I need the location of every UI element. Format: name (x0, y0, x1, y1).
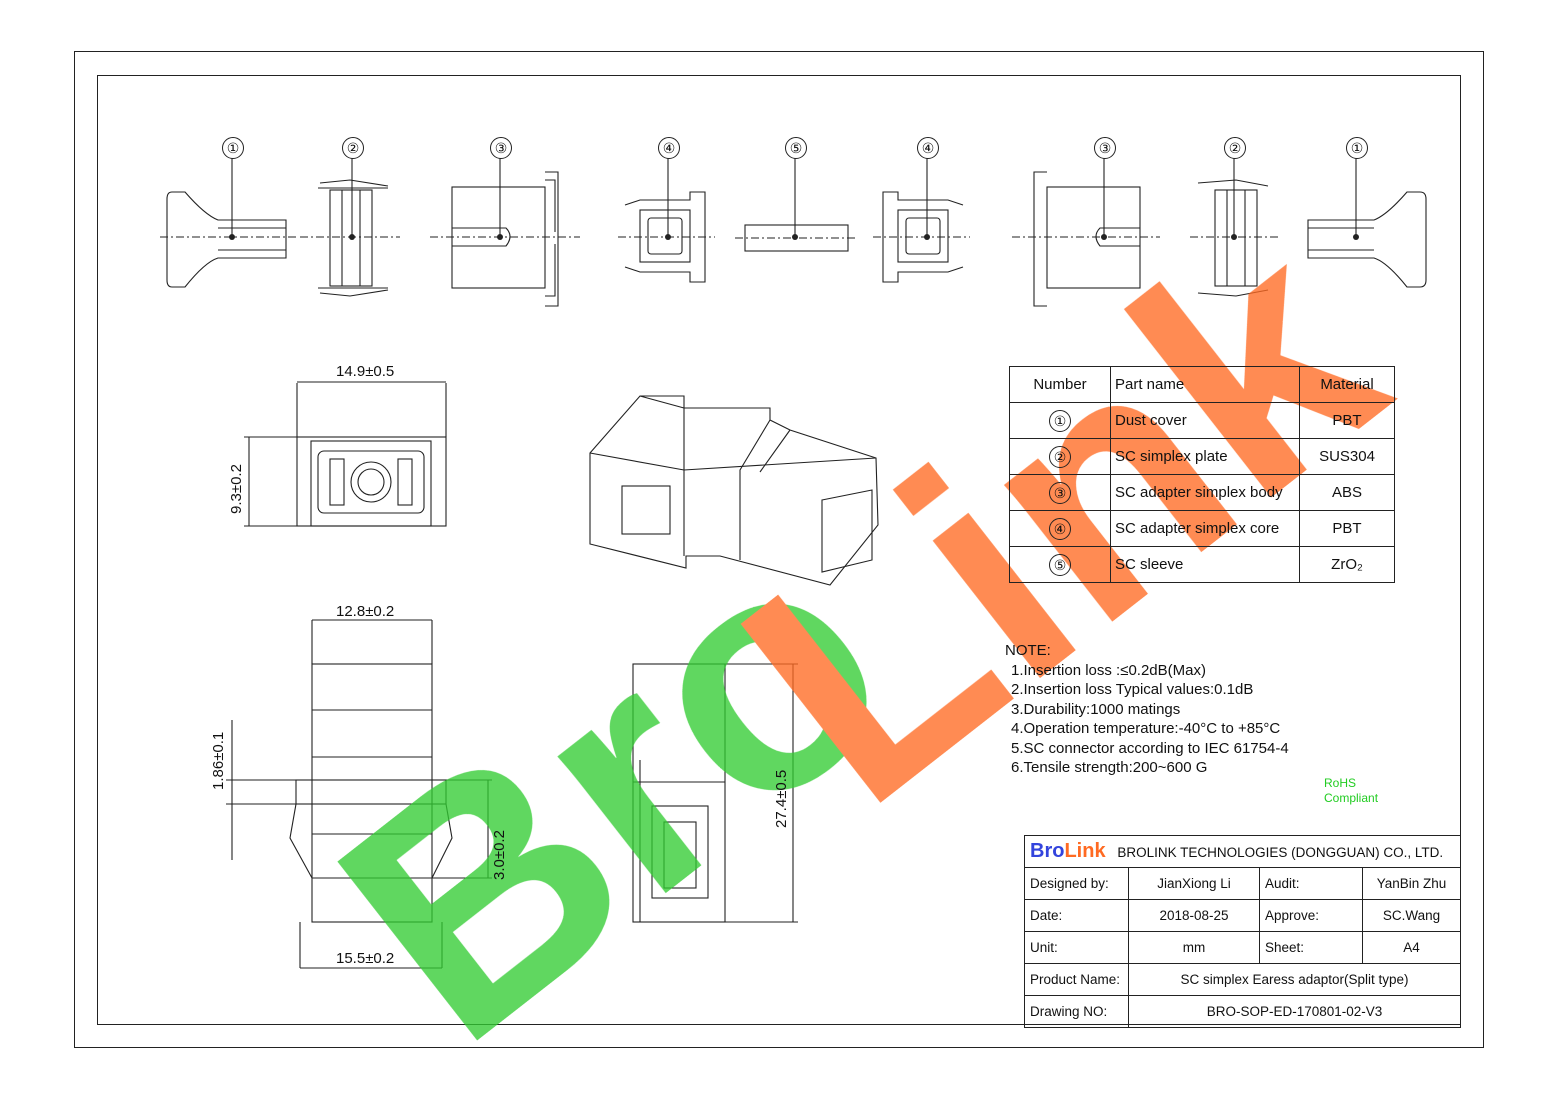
note-item: 5.SC connector according to IEC 61754-4 (1011, 739, 1289, 757)
dim-side-bottom-width: 15.5±0.2 (336, 950, 395, 967)
part-number-balloon: ① (1049, 409, 1071, 432)
sheet-label: Sheet: (1259, 931, 1363, 964)
note-item: 6.Tensile strength:200~600 G (1011, 759, 1208, 776)
header-part-name: Part name (1110, 366, 1300, 403)
part-name: SC sleeve (1110, 546, 1300, 583)
approve-label: Approve: (1259, 899, 1363, 932)
table-row: ④ SC adapter simplex core PBT (1009, 510, 1395, 547)
balloon-2-right: ② (1224, 137, 1246, 159)
part-name: SC simplex plate (1110, 438, 1300, 475)
part-body-right (1012, 171, 1160, 307)
designed-by-label: Designed by: (1024, 867, 1129, 900)
rohs-line1: RoHS (1324, 776, 1357, 790)
designed-by-value: JianXiong Li (1128, 867, 1260, 900)
dim-side-top-width: 12.8±0.2 (336, 603, 395, 620)
part-body-left (430, 171, 580, 307)
dim-overall-length: 27.4±0.5 (773, 769, 790, 828)
dim-flange-thickness: 1.86±0.1 (210, 731, 227, 790)
drawing-no-value: BRO-SOP-ED-170801-02-V3 (1128, 995, 1461, 1028)
side-view (226, 619, 492, 969)
sheet-value: A4 (1362, 931, 1461, 964)
title-block-row: Drawing NO: BRO-SOP-ED-170801-02-V3 (1024, 995, 1461, 1028)
part-dust-cover-left (160, 191, 296, 288)
balloon-4-right: ④ (917, 137, 939, 159)
front-view (244, 381, 447, 527)
note-item: 1.Insertion loss :≤0.2dB(Max) (1011, 661, 1206, 679)
dim-front-height: 9.3±0.2 (228, 464, 245, 514)
header-material: Material (1299, 366, 1395, 403)
title-block-row: Date: 2018-08-25 Approve: SC.Wang (1024, 899, 1461, 932)
isometric-view (589, 395, 879, 586)
part-material: PBT (1299, 510, 1395, 547)
balloon-5: ⑤ (785, 137, 807, 159)
title-block-row: Product Name: SC simplex Earess adaptor(… (1024, 963, 1461, 996)
unit-value: mm (1128, 931, 1260, 964)
balloon-2: ② (342, 137, 364, 159)
dim-plate-offset: 3.0±0.2 (491, 830, 508, 880)
header-number: Number (1009, 366, 1111, 403)
dim-front-width: 14.9±0.5 (336, 363, 395, 380)
product-name-label: Product Name: (1024, 963, 1129, 996)
rohs-mark: RoHS Compliant (1324, 776, 1378, 806)
balloon-4: ④ (658, 137, 680, 159)
audit-value: YanBin Zhu (1362, 867, 1461, 900)
balloon-leaders (231, 157, 1357, 237)
part-material: ZrO₂ (1299, 546, 1395, 583)
notes-block: NOTE: 1.Insertion loss :≤0.2dB(Max) 2.In… (1005, 641, 1289, 778)
approve-value: SC.Wang (1362, 899, 1461, 932)
part-plate-left (300, 179, 400, 297)
product-name-value: SC simplex Earess adaptor(Split type) (1128, 963, 1461, 996)
table-row: ⑤ SC sleeve ZrO₂ (1009, 546, 1395, 583)
brolink-logo: BroLink (1030, 840, 1106, 862)
part-number-balloon: ③ (1049, 481, 1071, 504)
logo-bro: Bro (1030, 840, 1065, 862)
drawing-outer-frame (74, 51, 1484, 1048)
balloon-1: ① (222, 137, 244, 159)
date-value: 2018-08-25 (1128, 899, 1260, 932)
part-material: ABS (1299, 474, 1395, 511)
part-plate-right (1190, 179, 1280, 297)
balloon-3: ③ (490, 137, 512, 159)
end-view (632, 663, 798, 923)
part-core-right (873, 191, 970, 283)
note-item: 2.Insertion loss Typical values:0.1dB (1011, 681, 1254, 698)
date-label: Date: (1024, 899, 1129, 932)
parts-header-row: Number Part name Material (1009, 366, 1395, 403)
title-block-header: BroLink BROLINK TECHNOLOGIES (DONGGUAN) … (1024, 835, 1461, 868)
part-name: SC adapter simplex core (1110, 510, 1300, 547)
logo-link: Link (1064, 840, 1106, 862)
parts-table: Number Part name Material ① Dust cover P… (1009, 366, 1395, 583)
title-block-row: Designed by: JianXiong Li Audit: YanBin … (1024, 867, 1461, 900)
table-row: ① Dust cover PBT (1009, 402, 1395, 439)
audit-label: Audit: (1259, 867, 1363, 900)
table-row: ② SC simplex plate SUS304 (1009, 438, 1395, 475)
part-dust-cover-right (1307, 191, 1427, 288)
balloon-3-right: ③ (1094, 137, 1116, 159)
company-cell: BroLink BROLINK TECHNOLOGIES (DONGGUAN) … (1024, 835, 1461, 868)
balloon-1-right: ① (1346, 137, 1368, 159)
company-name: BROLINK TECHNOLOGIES (DONGGUAN) CO., LTD… (1117, 845, 1444, 860)
part-number-balloon: ② (1049, 445, 1071, 468)
part-name: SC adapter simplex body (1110, 474, 1300, 511)
part-number-balloon: ⑤ (1049, 553, 1071, 576)
part-material: SUS304 (1299, 438, 1395, 475)
rohs-line2: Compliant (1324, 791, 1379, 805)
note-item: 3.Durability:1000 matings (1011, 700, 1181, 718)
title-block: BroLink BROLINK TECHNOLOGIES (DONGGUAN) … (1024, 835, 1461, 1028)
unit-label: Unit: (1024, 931, 1129, 964)
part-number-balloon: ④ (1049, 517, 1071, 540)
drawing-inner-frame (97, 75, 1461, 1025)
part-material: PBT (1299, 402, 1395, 439)
part-sleeve (735, 224, 858, 252)
part-core-left (618, 191, 715, 283)
note-item: 4.Operation temperature:-40°C to +85°C (1011, 720, 1281, 737)
table-row: ③ SC adapter simplex body ABS (1009, 474, 1395, 511)
notes-title: NOTE: (1005, 642, 1051, 659)
part-name: Dust cover (1110, 402, 1300, 439)
title-block-row: Unit: mm Sheet: A4 (1024, 931, 1461, 964)
drawing-no-label: Drawing NO: (1024, 995, 1129, 1028)
